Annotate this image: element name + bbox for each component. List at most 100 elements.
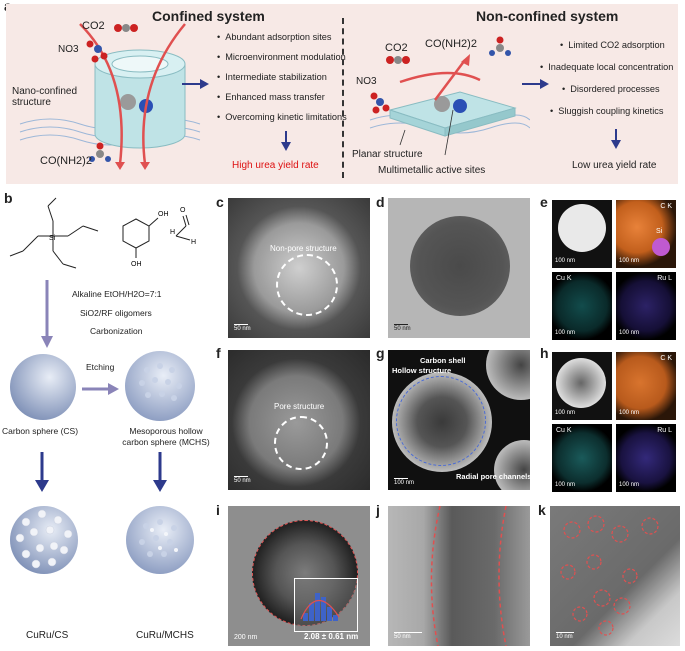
etching-arrow [82, 383, 119, 395]
panel-label-k: k [538, 502, 546, 518]
nanoparticle-markers [560, 515, 659, 636]
map-label: Cu K [556, 275, 572, 282]
eds-map-ruthenium-h: Ru L 100 nm [616, 424, 676, 492]
eds-map-ruthenium-e: Ru L 100 nm [616, 272, 676, 340]
annotation-non-pore: Non-pore structure [270, 244, 337, 253]
nonconfined-co2: CO2 [385, 42, 408, 54]
tem-sphere [410, 216, 510, 316]
panel-label-f: f [216, 345, 221, 361]
svg-text:Si: Si [49, 235, 56, 242]
map-label: C K [660, 203, 672, 210]
confined-bullet: Abundant adsorption sites [217, 32, 331, 42]
map-label: Ru L [657, 427, 672, 434]
tem-image-d: 50 nm [388, 198, 530, 338]
shell-dashed-circle [396, 376, 486, 466]
scalebar-g: 100 nm [394, 480, 415, 486]
silicon-inset [652, 238, 670, 256]
panel-label-h: h [540, 345, 549, 361]
condition-3: Carbonization [90, 326, 143, 336]
scalebar-e: 100 nm [619, 258, 640, 264]
carbon-sphere [10, 354, 76, 420]
confined-bullet: Overcoming kinetic limitations [217, 112, 347, 122]
eds-haadf-e: 100 nm [552, 200, 612, 268]
nonconfined-title: Non-confined system [476, 8, 619, 24]
haadf-sphere [558, 204, 606, 252]
haadf-sphere [556, 358, 606, 408]
scalebar-e: 100 nm [555, 258, 576, 264]
shell-boundary-lines [430, 506, 507, 646]
cs-loading-arrow [35, 452, 49, 492]
nonconfined-illustration [369, 36, 530, 156]
scalebar-h: 100 nm [619, 410, 640, 416]
confined-no3: NO3 [58, 44, 79, 55]
eds-map-carbon-e: C K Si 100 nm [616, 200, 676, 268]
silicon-label: Si [656, 228, 663, 235]
panel-label-j: j [376, 502, 380, 518]
confined-illustration [19, 23, 201, 170]
scalebar-line [234, 324, 248, 325]
nonconfined-bullet: Inadequate local concentration [540, 62, 673, 72]
non-pore-circle [276, 254, 338, 316]
nonconfined-arrow [522, 79, 549, 89]
panel-label-c: c [216, 194, 224, 210]
histogram-bars [300, 593, 340, 621]
confined-bullet: Microenvironment modulation [217, 52, 346, 62]
scalebar-line [394, 324, 408, 325]
hrtem-image-k: 10 nm [550, 506, 680, 646]
scalebar-e: 100 nm [619, 330, 640, 336]
scalebar-h: 100 nm [555, 482, 576, 488]
scalebar-i: 200 nm [234, 634, 258, 641]
mchs-loading-arrow [153, 452, 167, 492]
neighbor-sphere [494, 440, 530, 490]
scalebar-line [556, 632, 574, 633]
mchs-label: Mesoporous hollow carbon sphere (MCHS) [122, 426, 210, 447]
svg-text:H: H [170, 229, 175, 236]
confined-title: Confined system [152, 8, 265, 24]
panel-label-d: d [376, 194, 385, 210]
confined-bullet: Enhanced mass transfer [217, 92, 325, 102]
active-sites-label: Multimetallic active sites [378, 165, 486, 176]
mesoporous-hollow-sphere [125, 351, 195, 421]
eds-map-carbon-h: C K 100 nm [616, 352, 676, 420]
scalebar-h: 100 nm [619, 482, 640, 488]
confined-urea: CO(NH2)2 [40, 155, 92, 167]
etching-label: Etching [86, 362, 115, 372]
scalebar-d: 50 nm [394, 326, 411, 332]
scalebar-line [394, 478, 408, 479]
svg-text:O: O [180, 207, 186, 214]
curu-cs-label: CuRu/CS [26, 630, 69, 641]
curu-cs-sphere [10, 506, 78, 574]
nonconfined-no3: NO3 [356, 76, 377, 87]
confined-co2: CO2 [82, 20, 105, 32]
nonconfined-urea: CO(NH2)2 [425, 38, 477, 50]
eds-haadf-h: 100 nm [552, 352, 612, 420]
curu-mchs-sphere [126, 506, 194, 574]
confined-bullet: Intermediate stabilization [217, 72, 327, 82]
synthesis-arrow-down [41, 280, 53, 348]
nonconfined-bullet: Sluggish coupling kinetics [550, 106, 663, 116]
cs-label: Carbon sphere (CS) [2, 426, 79, 436]
scalebar-line [394, 632, 422, 633]
size-distribution-label: 2.08 ± 0.61 nm [304, 632, 359, 641]
nonconfined-bullet: Disordered processes [562, 84, 659, 94]
condition-1: Alkaline EtOH/H2O=7:1 [72, 289, 162, 299]
planar-label: Planar structure [352, 149, 423, 160]
confined-structure-label: Nano-confined structure [12, 86, 78, 108]
pore-circle [274, 416, 328, 470]
confined-result: High urea yield rate [232, 160, 319, 171]
sem-image-f: Pore structure 50 nm [228, 350, 370, 490]
confined-down-arrow [281, 131, 291, 151]
panel-label-g: g [376, 345, 385, 361]
scalebar-h: 100 nm [555, 410, 576, 416]
tem-image-i: 2.08 ± 0.61 nm 200 nm [228, 506, 370, 646]
scalebar-j: 50 nm [394, 634, 411, 640]
svg-text:OH: OH [131, 261, 142, 268]
neighbor-sphere [486, 350, 530, 400]
nonconfined-down-arrow [611, 129, 621, 149]
map-label: Cu K [556, 427, 572, 434]
svg-text:OH: OH [158, 211, 169, 218]
chemical-structures: Si OH OH O H H [9, 197, 196, 269]
annotation-radial-pores: Radial pore channels [456, 472, 530, 481]
curu-mchs-label: CuRu/MCHS [136, 630, 194, 641]
divider [342, 18, 344, 178]
